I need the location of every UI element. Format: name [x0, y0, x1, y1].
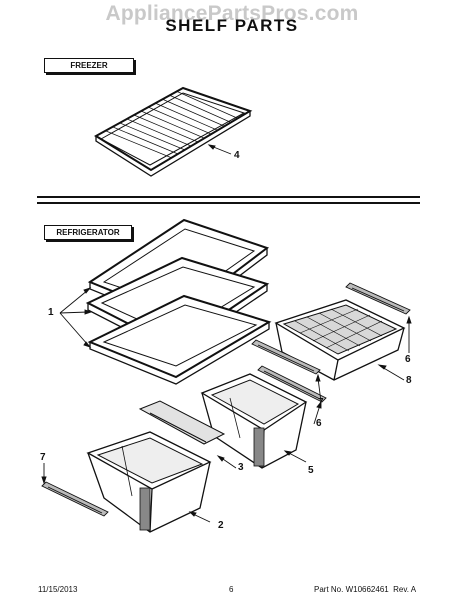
section-divider-bottom [37, 202, 420, 204]
slide-rail-left [41, 481, 109, 517]
callout-3: 3 [238, 462, 244, 473]
callout-6-upper: 6 [405, 354, 411, 365]
section-divider-top [37, 196, 420, 198]
page-title: SHELF PARTS [165, 16, 299, 35]
glass-shelf-bottom [87, 294, 272, 385]
callout-8: 8 [406, 375, 412, 386]
slide-rail-lower-middle [257, 365, 327, 403]
footer-part-number: Part No. W10662461 Rev. A [314, 585, 417, 594]
callout-1: 1 [48, 307, 54, 318]
callout-2: 2 [218, 520, 224, 531]
callout-7-left: 7 [40, 452, 46, 463]
footer-page-number: 6 [229, 585, 234, 594]
freezer-wire-shelf [94, 86, 253, 177]
refrigerator-section-label: REFRIGERATOR [44, 225, 132, 240]
callout-4: 4 [234, 150, 240, 161]
slide-rail-upper-right [345, 282, 411, 315]
deli-drawer [274, 299, 406, 381]
callout-5: 5 [308, 465, 314, 476]
crisper-drawer-lower [86, 431, 212, 533]
callout-6-lower: 6 [316, 418, 322, 429]
footer-date: 11/15/2013 [38, 585, 78, 594]
callout-7-middle: 7 [318, 397, 324, 408]
freezer-section-label: FREEZER [44, 58, 134, 73]
slide-rail-middle [251, 339, 321, 375]
leader-lines [41, 144, 412, 523]
crisper-drawer-upper [200, 373, 308, 469]
drawer-cover [138, 400, 226, 445]
watermark: AppliancePartsPros.com [105, 2, 359, 25]
